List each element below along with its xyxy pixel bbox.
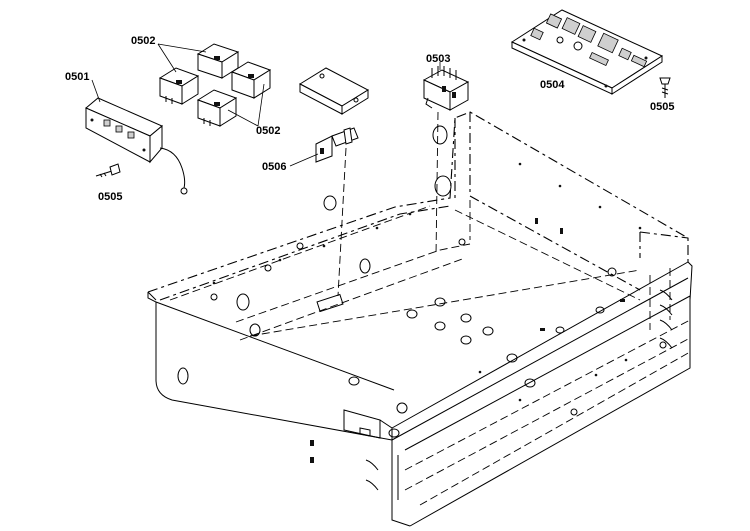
rect-cutouts xyxy=(310,218,625,463)
label-0502-top: 0502 xyxy=(131,35,155,47)
part-0506-bracket xyxy=(315,127,359,163)
part-0505-screw-left xyxy=(95,163,121,178)
label-0501: 0501 xyxy=(65,71,89,83)
chassis-tray xyxy=(147,111,693,527)
assembly-centerlines xyxy=(337,111,439,297)
part-0503-connector xyxy=(422,66,470,111)
label-0505-right: 0505 xyxy=(650,101,674,113)
leader-lines xyxy=(91,62,441,167)
rail-dots xyxy=(212,162,642,402)
label-0504: 0504 xyxy=(540,79,565,91)
label-0506: 0506 xyxy=(262,161,286,173)
label-0502-bottom: 0502 xyxy=(256,125,280,137)
mounting-holes xyxy=(177,125,667,438)
part-0501-circuit-board xyxy=(85,97,188,195)
part-labels: 0502 0501 0502 0506 0505 0503 0504 0505 xyxy=(65,35,674,203)
label-0505-left: 0505 xyxy=(98,191,122,203)
part-0502-relays xyxy=(157,43,272,127)
label-0503: 0503 xyxy=(426,53,450,65)
part-0505-screw-right xyxy=(659,77,671,98)
cover-plate xyxy=(298,67,370,115)
front-slots xyxy=(365,289,673,500)
part-0504-control-board xyxy=(510,9,664,95)
